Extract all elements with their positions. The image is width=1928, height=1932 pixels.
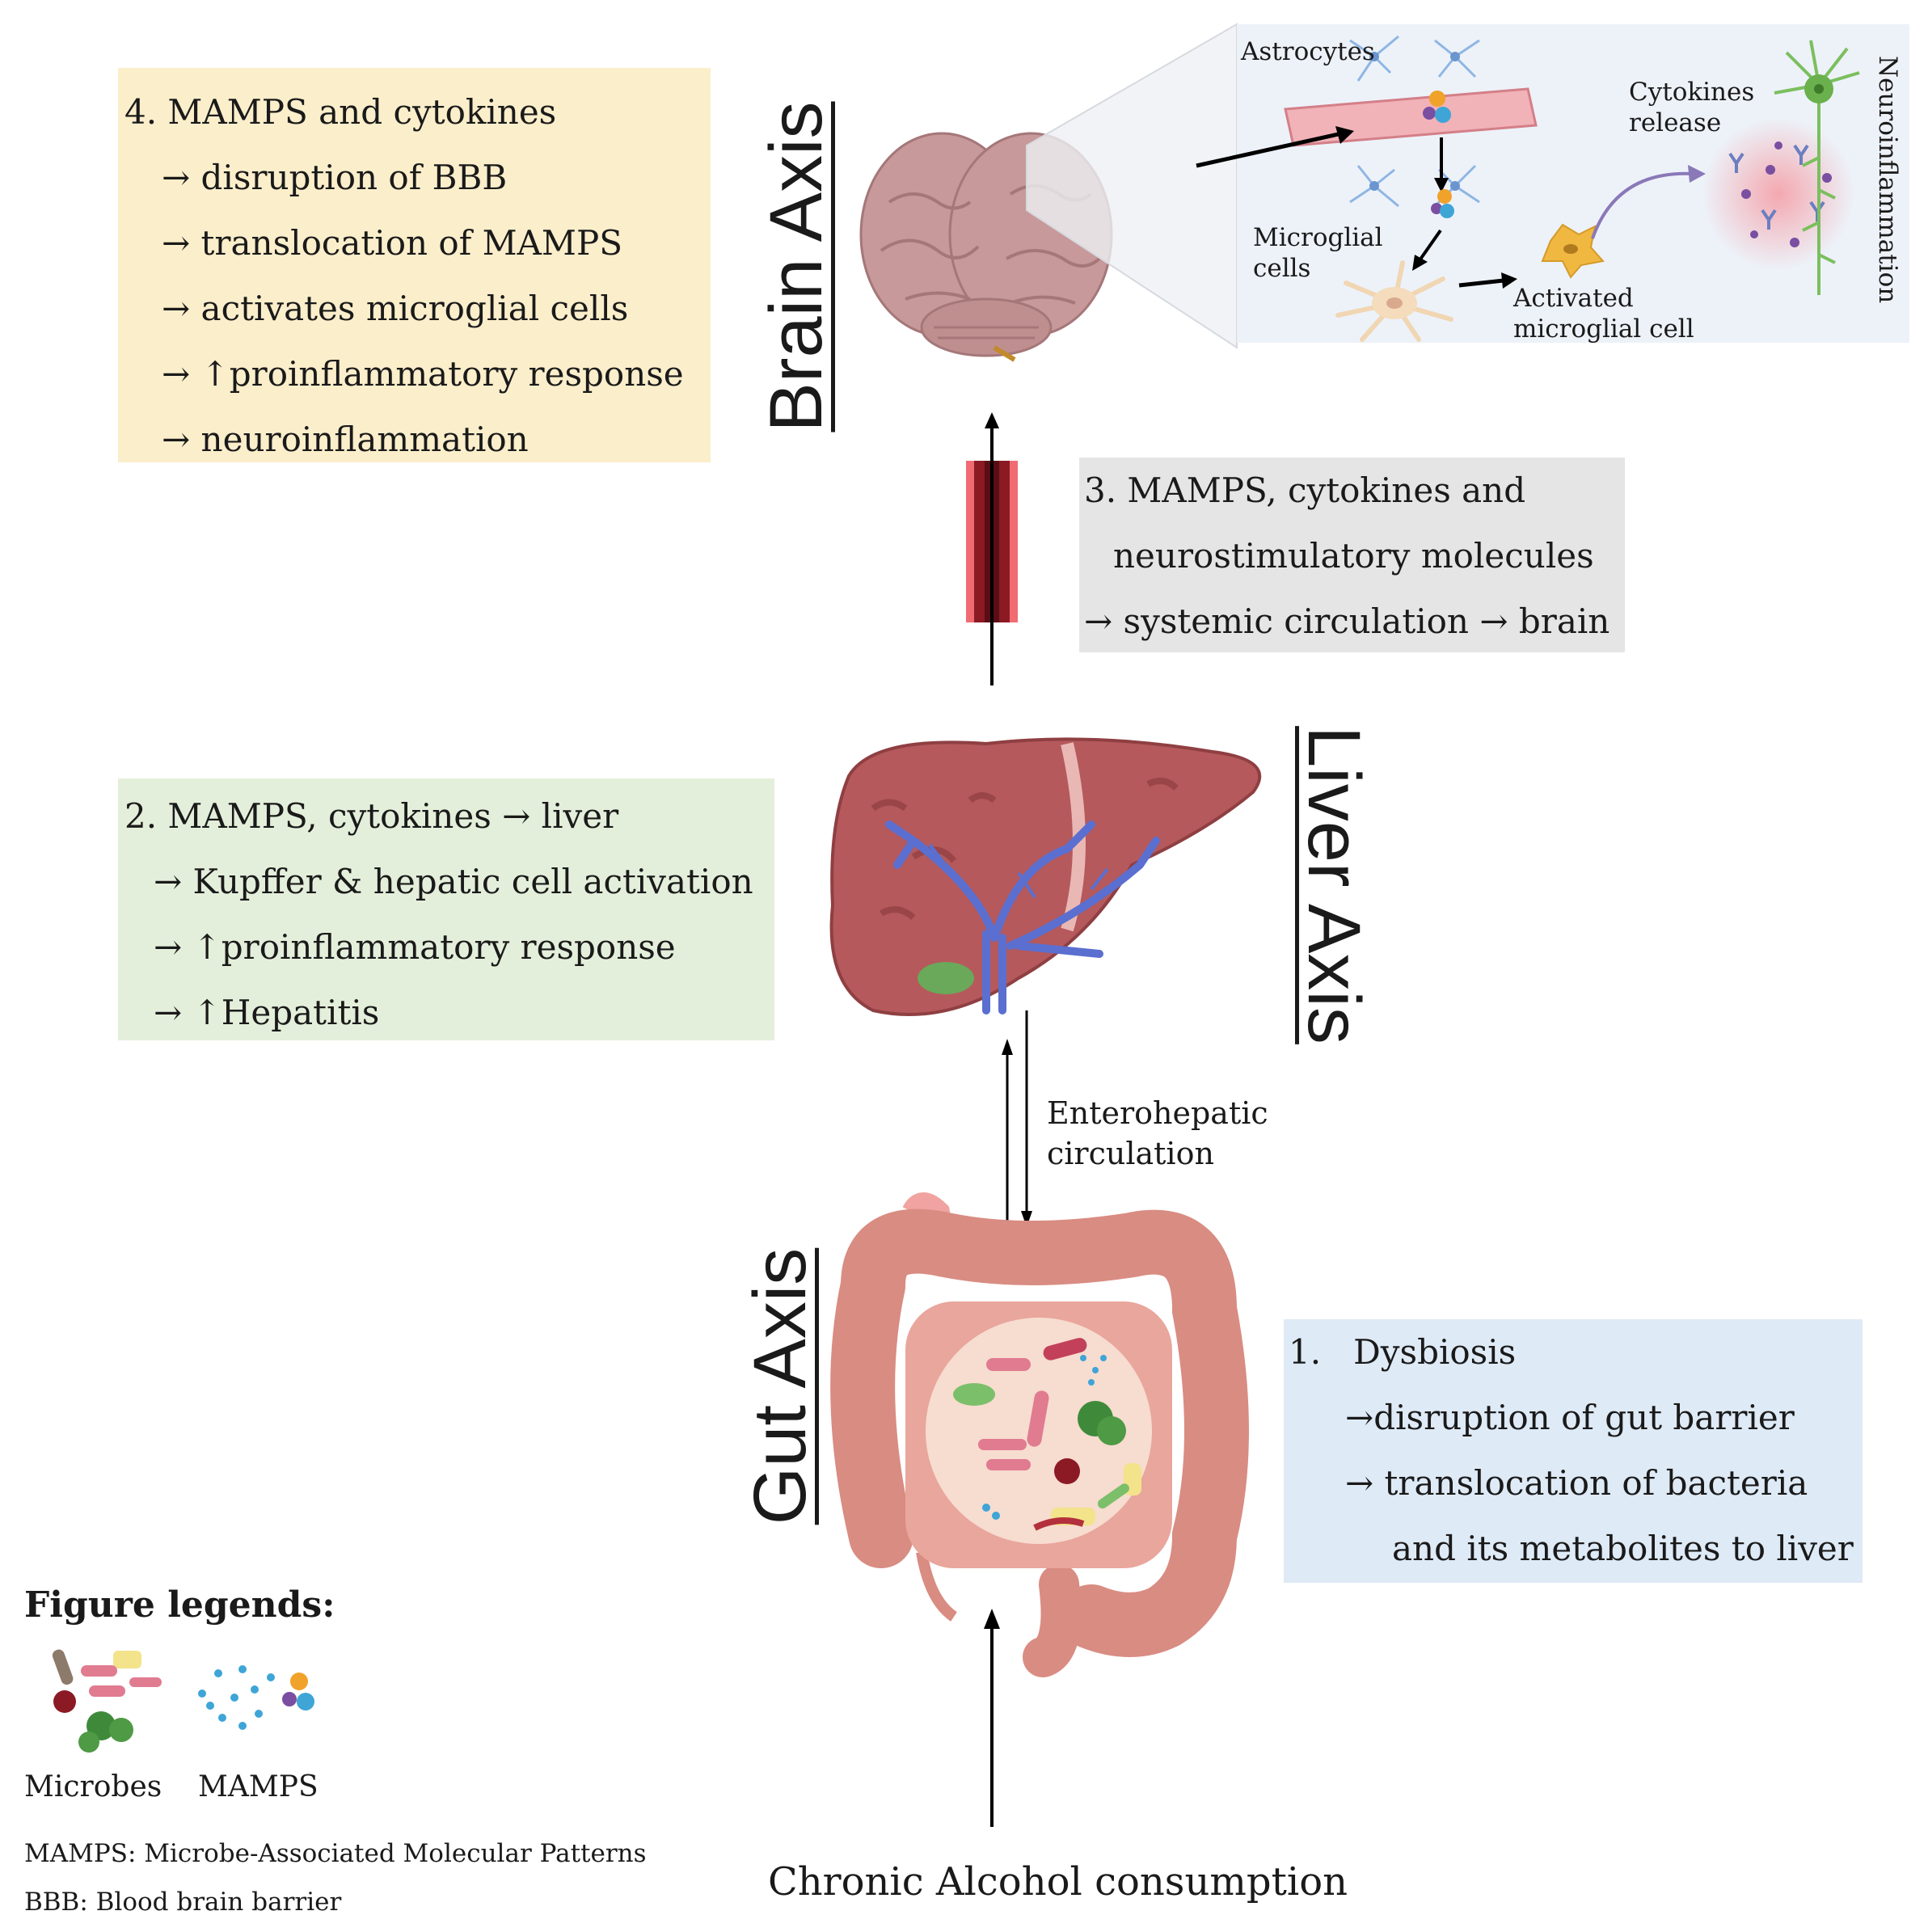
mamps-legend-icon — [198, 1665, 314, 1730]
box-line: → systemic circulation → brain — [1084, 601, 1610, 641]
arrow-to-activated — [1458, 272, 1517, 289]
brain-axis-title: Brain Axis — [755, 101, 837, 432]
box-line: → Kupffer & hepatic cell activation — [154, 862, 753, 901]
neuron-icon — [1774, 40, 1860, 295]
box-line: → activates microglial cells — [162, 289, 629, 328]
gut-axis-title: Gut Axis — [739, 1247, 821, 1525]
microglial-cells-label: Microglial cells — [1253, 222, 1399, 284]
box-line: 3. MAMPS, cytokines and — [1084, 470, 1526, 510]
mamps-dot — [1429, 91, 1445, 107]
liver-axis-box: 2. MAMPS, cytokines → liver → Kupffer & … — [118, 778, 774, 1040]
box-line: 2. MAMPS, cytokines → liver — [124, 796, 619, 836]
microbes-legend-label: Microbes — [24, 1770, 162, 1803]
box-line: → disruption of BBB — [162, 158, 508, 197]
microglial-cells-text: Microglial cells — [1253, 223, 1383, 283]
box-line: → neuroinflammation — [162, 420, 529, 459]
cytokines-release-text: Cytokines release — [1629, 78, 1755, 137]
microbes-legend-icon — [52, 1649, 162, 1753]
activated-microglial-cell-text: Activated microglial cell — [1513, 284, 1694, 344]
arrow-to-microglia — [1412, 229, 1442, 271]
box-line: → ↑proinflammatory response — [162, 354, 684, 394]
microglial-cell-icon — [1335, 260, 1453, 342]
brain-axis-box: 4. MAMPS and cytokines → disruption of B… — [118, 68, 711, 462]
activated-microglia-icon — [1541, 223, 1605, 279]
zoom-wedge — [1026, 23, 1238, 349]
mamps-dot — [1423, 107, 1436, 120]
box-line: and its metabolites to liver — [1392, 1529, 1854, 1568]
microbe-cluster — [953, 1338, 1141, 1531]
box-line: → translocation of bacteria — [1345, 1463, 1808, 1503]
alcohol-arrow — [984, 1609, 1000, 1827]
liver-axis-title: Liver Axis — [1293, 726, 1375, 1044]
astrocytes-label: Astrocytes — [1241, 37, 1375, 66]
box-line: neurostimulatory molecules — [1113, 536, 1594, 576]
neuroinflammation-label: Neuroinflammation — [1873, 56, 1902, 304]
box-line: → ↑proinflammatory response — [154, 927, 676, 967]
chronic-alcohol-label: Chronic Alcohol consumption — [768, 1859, 1348, 1905]
abbreviation-bbb: BBB: Blood brain barrier — [24, 1888, 342, 1917]
gut-axis-box: 1. Dysbiosis →disruption of gut barrier … — [1284, 1319, 1863, 1583]
curved-arrow-cytokines — [1591, 165, 1706, 239]
mamps-dot — [1435, 107, 1451, 123]
cytokines-release-label: Cytokines release — [1629, 77, 1754, 138]
activated-microglial-cell-label: Activated microglial cell — [1513, 283, 1715, 344]
box-line: → translocation of MAMPS — [162, 223, 622, 263]
box-line: →disruption of gut barrier — [1345, 1398, 1795, 1437]
enterohepatic-line1: Enterohepatic — [1047, 1095, 1268, 1131]
mamps-legend-label: MAMPS — [198, 1770, 319, 1803]
liver-illustration — [829, 737, 1262, 1016]
abbreviation-mamps: MAMPS: Microbe-Associated Molecular Patt… — [24, 1839, 647, 1868]
box-line: → ↑Hepatitis — [154, 993, 380, 1032]
box-line: 1. Dysbiosis — [1289, 1332, 1517, 1372]
systemic-circulation-box: 3. MAMPS, cytokines and neurostimulatory… — [1079, 458, 1625, 652]
cytokine-cloud — [1702, 117, 1855, 271]
enterohepatic-line2: circulation — [1047, 1136, 1214, 1171]
enterohepatic-label: Enterohepatic circulation — [1047, 1093, 1268, 1174]
arrow-down-mamps — [1431, 137, 1454, 218]
box-line: 4. MAMPS and cytokines — [124, 92, 557, 132]
blood-vessel-vertical — [966, 412, 1018, 685]
arrow-into-vessel — [1196, 126, 1354, 168]
enterohepatic-arrows — [1002, 1010, 1032, 1253]
intestine-illustration — [830, 1192, 1249, 1677]
legend-heading: Figure legends: — [24, 1584, 335, 1626]
